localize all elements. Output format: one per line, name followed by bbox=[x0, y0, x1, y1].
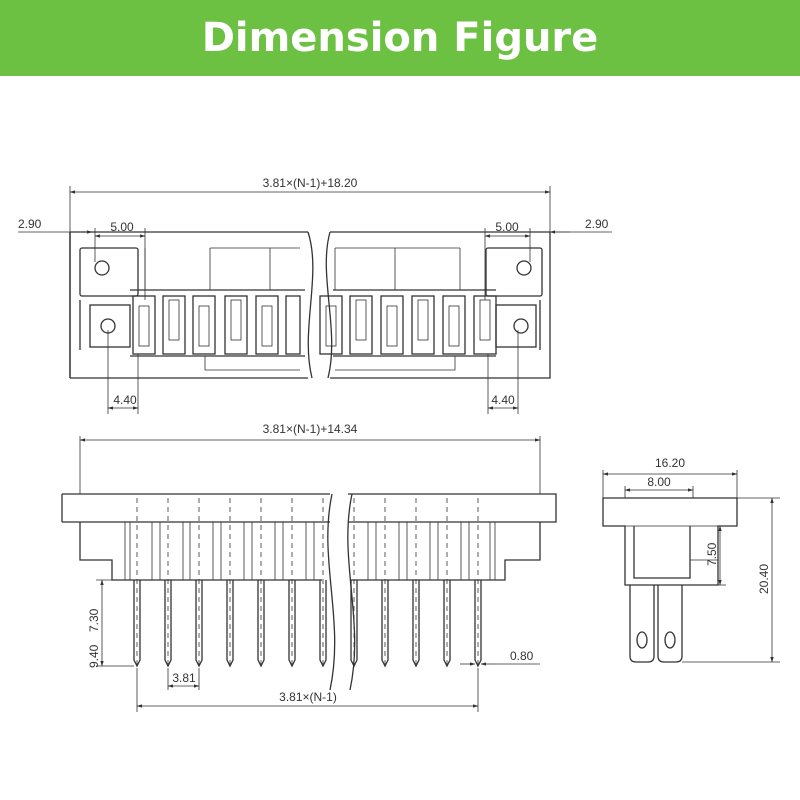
front-pin-span-label: 3.81×(N-1) bbox=[279, 690, 337, 704]
side-shoulder-label: 7.50 bbox=[705, 542, 719, 566]
top-right-offset-label: 2.90 bbox=[585, 217, 609, 231]
front-view: 3.81×(N-1)+14.34 bbox=[61, 422, 557, 712]
side-inner-depth-label: 8.00 bbox=[647, 475, 671, 489]
front-pin-housings bbox=[129, 522, 491, 580]
title-banner bbox=[0, 0, 800, 76]
front-pins bbox=[133, 580, 482, 668]
front-overall-width-label: 3.81×(N-1)+14.34 bbox=[263, 422, 358, 436]
top-left-pitch-label: 5.00 bbox=[110, 220, 134, 234]
top-left-offset-label: 2.90 bbox=[18, 217, 42, 231]
side-height-label: 20.40 bbox=[757, 564, 771, 594]
front-pin-height-2-label: 7.30 bbox=[87, 608, 101, 632]
front-pin-height-label: 9.40 bbox=[87, 644, 101, 668]
front-pin-pitch-label: 3.81 bbox=[172, 671, 196, 685]
side-depth-label: 16.20 bbox=[655, 456, 685, 470]
top-terminal-slots bbox=[132, 295, 497, 355]
top-view: 3.81×(N-1)+18.20 2.90 5.00 5.00 2.90 4.4… bbox=[18, 176, 612, 414]
top-left-bottom-label: 4.40 bbox=[113, 393, 137, 407]
front-pin-centerlines bbox=[136, 498, 479, 668]
top-overall-width-label: 3.81×(N-1)+18.20 bbox=[263, 176, 358, 190]
page-title: Dimension Figure bbox=[201, 15, 599, 61]
front-pin-diameter-label: 0.80 bbox=[510, 649, 534, 663]
side-view: 16.20 8.00 7.50 20.40 bbox=[602, 456, 780, 663]
top-right-bottom-label: 4.40 bbox=[491, 393, 515, 407]
top-right-pitch-label: 5.00 bbox=[495, 220, 519, 234]
